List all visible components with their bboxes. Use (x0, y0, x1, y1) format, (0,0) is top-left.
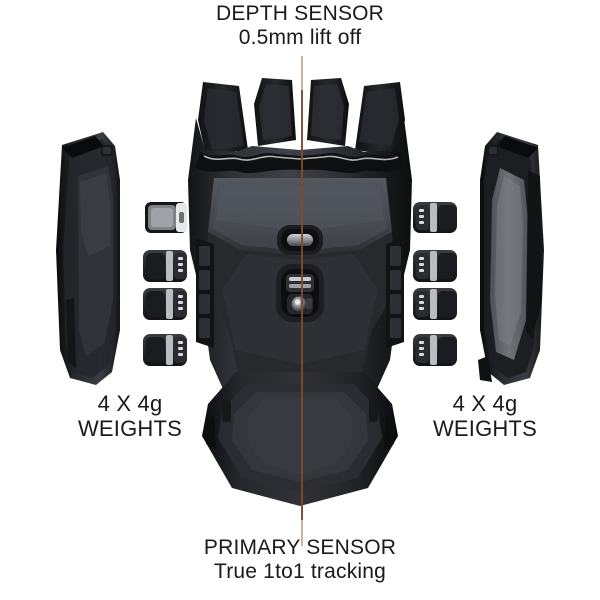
center-guide-line-top (301, 56, 303, 90)
weight-module-right-2 (413, 250, 457, 282)
skirt-tab-right (369, 400, 378, 422)
annotation-depth-sensor: DEPTH SENSOR 0.5mm lift off (150, 2, 450, 49)
depth-sensor-window (277, 225, 323, 255)
weights-right-detail: WEIGHTS (432, 415, 538, 441)
depth-sensor-title: DEPTH SENSOR (215, 2, 385, 25)
weights-right-group (413, 202, 457, 366)
primary-sensor-module (276, 264, 324, 322)
weights-right-title: 4 X 4g (452, 391, 518, 416)
weights-left-detail: WEIGHTS (77, 415, 183, 441)
weight-bay-left (196, 238, 214, 348)
weight-module-left-3 (143, 288, 187, 320)
primary-sensor-detail: True 1to1 tracking (213, 559, 387, 583)
depth-sensor-detail: 0.5mm lift off (238, 25, 362, 49)
primary-sensor-title: PRIMARY SENSOR (203, 536, 397, 559)
weight-module-right-4 (413, 334, 457, 366)
weights-left-group (143, 202, 187, 366)
side-panel-right (478, 132, 544, 385)
side-panel-left (56, 132, 120, 385)
skirt-tab-left (222, 400, 231, 422)
annotation-weights-left: 4 X 4g WEIGHTS (55, 391, 205, 441)
weight-module-left-1 (145, 202, 187, 233)
annotation-primary-sensor: PRIMARY SENSOR True 1to1 tracking (150, 536, 450, 583)
weight-module-right-1 (413, 202, 457, 233)
annotation-weights-right: 4 X 4g WEIGHTS (400, 391, 570, 441)
mouse-body (188, 78, 412, 506)
panel-right-peg (487, 145, 499, 156)
weight-module-left-2 (143, 250, 187, 282)
click-button-horns (198, 78, 405, 156)
weights-left-title: 4 X 4g (97, 391, 163, 416)
center-guide-line-body (301, 90, 303, 546)
center-guide-line-bottom (301, 520, 303, 546)
weight-module-left-4 (143, 334, 187, 366)
weight-bay-right (386, 238, 404, 348)
weight-module-right-3 (413, 288, 457, 320)
panel-left-peg (101, 145, 113, 156)
